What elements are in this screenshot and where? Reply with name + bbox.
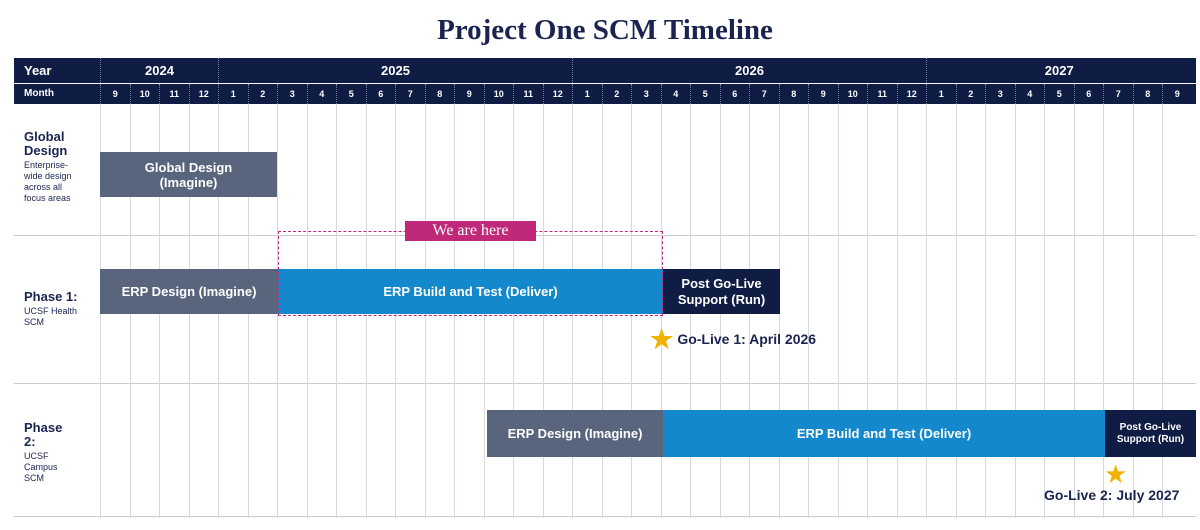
month-cell: 7 [749,84,779,104]
month-cell: 11 [513,84,543,104]
month-cell: 6 [1073,84,1104,104]
month-gridline [1162,104,1163,518]
row-divider [14,383,1196,384]
year-header-label: Year [24,63,52,78]
year-cell: 2025 [218,58,572,83]
month-cell: 2 [601,84,632,104]
month-cell: 1 [926,84,956,104]
month-gridline [1073,104,1075,518]
month-gridline [1132,104,1134,518]
month-cell: 7 [395,84,425,104]
month-cell: 4 [1014,84,1045,104]
month-gridline [837,104,839,518]
month-cell: 12 [896,84,927,104]
month-cell: 10 [129,84,160,104]
month-header-label: Month [24,88,54,99]
month-gridline [896,104,898,518]
month-cell: 8 [778,84,809,104]
we-are-here-highlight [278,231,663,316]
month-cell: 10 [483,84,514,104]
month-cell: 10 [837,84,868,104]
golive1-milestone: ★ Go-Live 1: April 2026 [650,326,816,352]
year-cell: 2024 [100,58,218,83]
phase2-build-bar: ERP Build and Test (Deliver) [663,410,1105,457]
month-gridline [926,104,927,518]
month-cell: 1 [218,84,248,104]
month-cell: 9 [1162,84,1192,104]
month-gridline [1103,104,1104,518]
golive2-label: Go-Live 2: July 2027 [1044,487,1180,503]
row-description: UCSF Health SCM [24,306,78,327]
phase1-support-bar: Post Go-Live Support (Run) [663,269,780,314]
month-cell: 3 [985,84,1015,104]
golive1-label: Go-Live 1: April 2026 [677,331,817,347]
row-title: Phase 2: [24,420,63,449]
month-cell: 3 [277,84,307,104]
month-cell: 3 [631,84,661,104]
month-cell: 9 [808,84,838,104]
phase2-design-bar: ERP Design (Imagine) [487,410,663,457]
we-are-here-tag: We are here [405,221,536,241]
month-cell: 7 [1103,84,1133,104]
month-gridline [808,104,809,518]
row-description: Enterprise-wide design across all focus … [24,160,72,203]
month-gridline [985,104,986,518]
month-cell: 5 [1044,84,1074,104]
month-cell: 5 [336,84,366,104]
month-cell: 11 [867,84,897,104]
global-design-bar: Global Design (Imagine) [100,152,277,197]
month-cell: 6 [365,84,396,104]
month-gridline [1014,104,1016,518]
month-cell: 9 [100,84,130,104]
month-cell: 11 [159,84,189,104]
year-cell: 2027 [926,58,1192,83]
page-title: Project One SCM Timeline [437,14,773,46]
month-cell: 12 [542,84,573,104]
phase2-support-bar: Post Go-Live Support (Run) [1105,410,1196,457]
year-cell: 2026 [572,58,926,83]
star-icon: ★ [650,324,674,354]
row-description: UCSF Campus SCM [24,451,58,483]
row-label-global-design: Global Design Enterprise-wide design acr… [24,130,86,204]
month-gridline [1044,104,1045,518]
row-label-phase-2: Phase 2: UCSF Campus SCM [24,421,70,484]
month-cell: 5 [690,84,720,104]
row-title: Phase 1: [24,289,78,304]
golive2-milestone: Go-Live 2: July 2027 [1044,487,1179,503]
phase1-build-bar: ERP Build and Test (Deliver) [278,269,663,314]
row-title: Global Design [24,129,68,158]
month-cell: 4 [660,84,691,104]
star-icon: ★ [1104,459,1128,489]
month-gridline [955,104,957,518]
month-cell: 12 [188,84,219,104]
month-cell: 2 [247,84,278,104]
month-cell: 4 [306,84,337,104]
phase1-design-bar: ERP Design (Imagine) [100,269,278,314]
row-divider [14,235,1196,236]
month-gridline [867,104,868,518]
row-divider [14,516,1196,517]
month-cell: 9 [454,84,484,104]
month-cell: 1 [572,84,602,104]
month-cell: 8 [1132,84,1163,104]
month-cell: 6 [719,84,750,104]
month-cell: 2 [955,84,986,104]
row-label-phase-1: Phase 1: UCSF Health SCM [24,290,84,328]
month-cell: 8 [424,84,455,104]
